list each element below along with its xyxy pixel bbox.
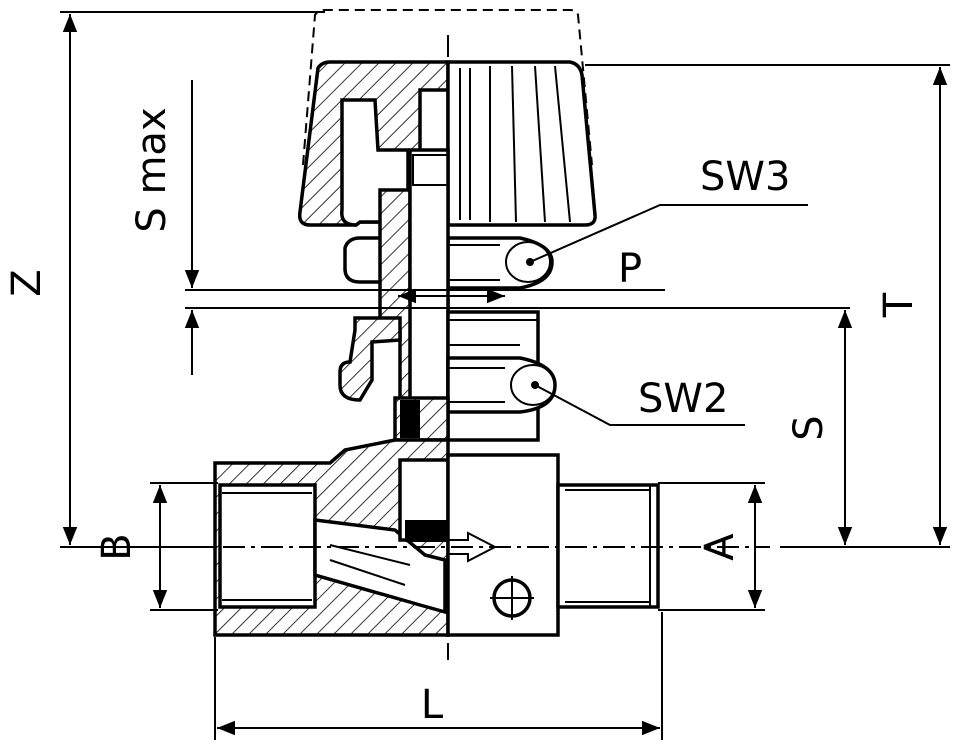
bonnet-collar-section <box>338 316 402 402</box>
label-z: Z <box>4 269 50 296</box>
bonnet <box>338 148 540 442</box>
label-b: B <box>94 533 140 560</box>
label-s: S <box>786 415 832 440</box>
nut-sw3-left <box>343 236 384 284</box>
label-t: T <box>876 292 922 318</box>
label-l: L <box>421 682 444 728</box>
lock-nut-sw3 <box>343 236 554 290</box>
knob-stem-slot <box>418 88 450 157</box>
flow-arrow-icon <box>447 531 498 563</box>
dimensions <box>60 11 950 740</box>
body-exterior <box>446 453 560 637</box>
label-s-max: S max <box>129 107 175 232</box>
label-sw3: SW3 <box>700 154 790 200</box>
valve-body <box>213 438 660 637</box>
label-sw2: SW2 <box>638 376 728 422</box>
label-a: A <box>697 533 743 561</box>
label-p: P <box>618 246 642 292</box>
nut-sw2 <box>393 356 557 442</box>
